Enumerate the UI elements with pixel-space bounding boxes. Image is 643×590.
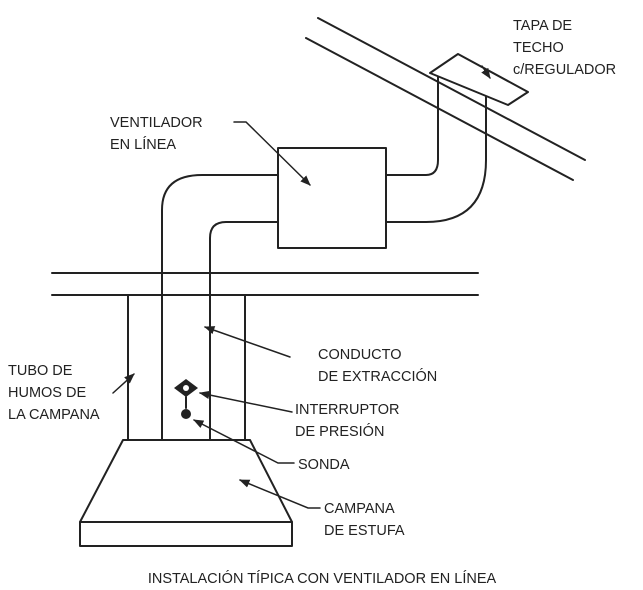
label-roof-cap: TAPA DE TECHO c/REGULADOR xyxy=(513,18,616,78)
inline-fan-box xyxy=(277,147,387,249)
ceiling xyxy=(51,272,479,296)
label-exhaust-duct-line2: DE EXTRACCIÓN xyxy=(318,368,437,385)
label-exhaust-duct-line1: CONDUCTO xyxy=(318,347,402,363)
label-stove-hood: CAMPANA DE ESTUFA xyxy=(324,501,405,539)
label-inline-fan: VENTILADOR EN LÍNEA xyxy=(110,115,207,153)
label-inline-fan-line2: EN LÍNEA xyxy=(110,136,176,153)
label-roof-cap-line3: c/REGULADOR xyxy=(513,62,616,78)
exhaust-duct xyxy=(161,71,487,441)
label-roof-cap-line1: TAPA DE xyxy=(513,18,572,34)
label-pressure-switch-line2: DE PRESIÓN xyxy=(295,423,384,440)
pressure-switch-icon xyxy=(174,379,198,409)
stove-hood xyxy=(79,439,293,547)
label-probe: SONDA xyxy=(298,457,350,473)
label-hood-flue-line2: HUMOS DE xyxy=(8,385,86,401)
label-pressure-switch: INTERRUPTOR DE PRESIÓN xyxy=(295,402,404,440)
label-pressure-switch-line1: INTERRUPTOR xyxy=(295,402,399,418)
label-hood-flue-line3: LA CAMPANA xyxy=(8,407,100,423)
roof xyxy=(305,17,586,181)
diagram-caption: INSTALACIÓN TÍPICA CON VENTILADOR EN LÍN… xyxy=(148,570,497,587)
label-exhaust-duct: CONDUCTO DE EXTRACCIÓN xyxy=(318,347,437,385)
label-hood-flue-line1: TUBO DE xyxy=(8,363,73,379)
label-inline-fan-line1: VENTILADOR xyxy=(110,115,203,131)
hood-flue-pipe xyxy=(127,294,246,441)
label-roof-cap-line2: TECHO xyxy=(513,40,564,56)
probe-icon xyxy=(181,409,191,419)
leader-lines xyxy=(112,65,491,509)
label-stove-hood-line2: DE ESTUFA xyxy=(324,523,405,539)
roof-cap xyxy=(429,53,529,106)
label-hood-flue: TUBO DE HUMOS DE LA CAMPANA xyxy=(8,363,100,423)
label-stove-hood-line1: CAMPANA xyxy=(324,501,395,517)
